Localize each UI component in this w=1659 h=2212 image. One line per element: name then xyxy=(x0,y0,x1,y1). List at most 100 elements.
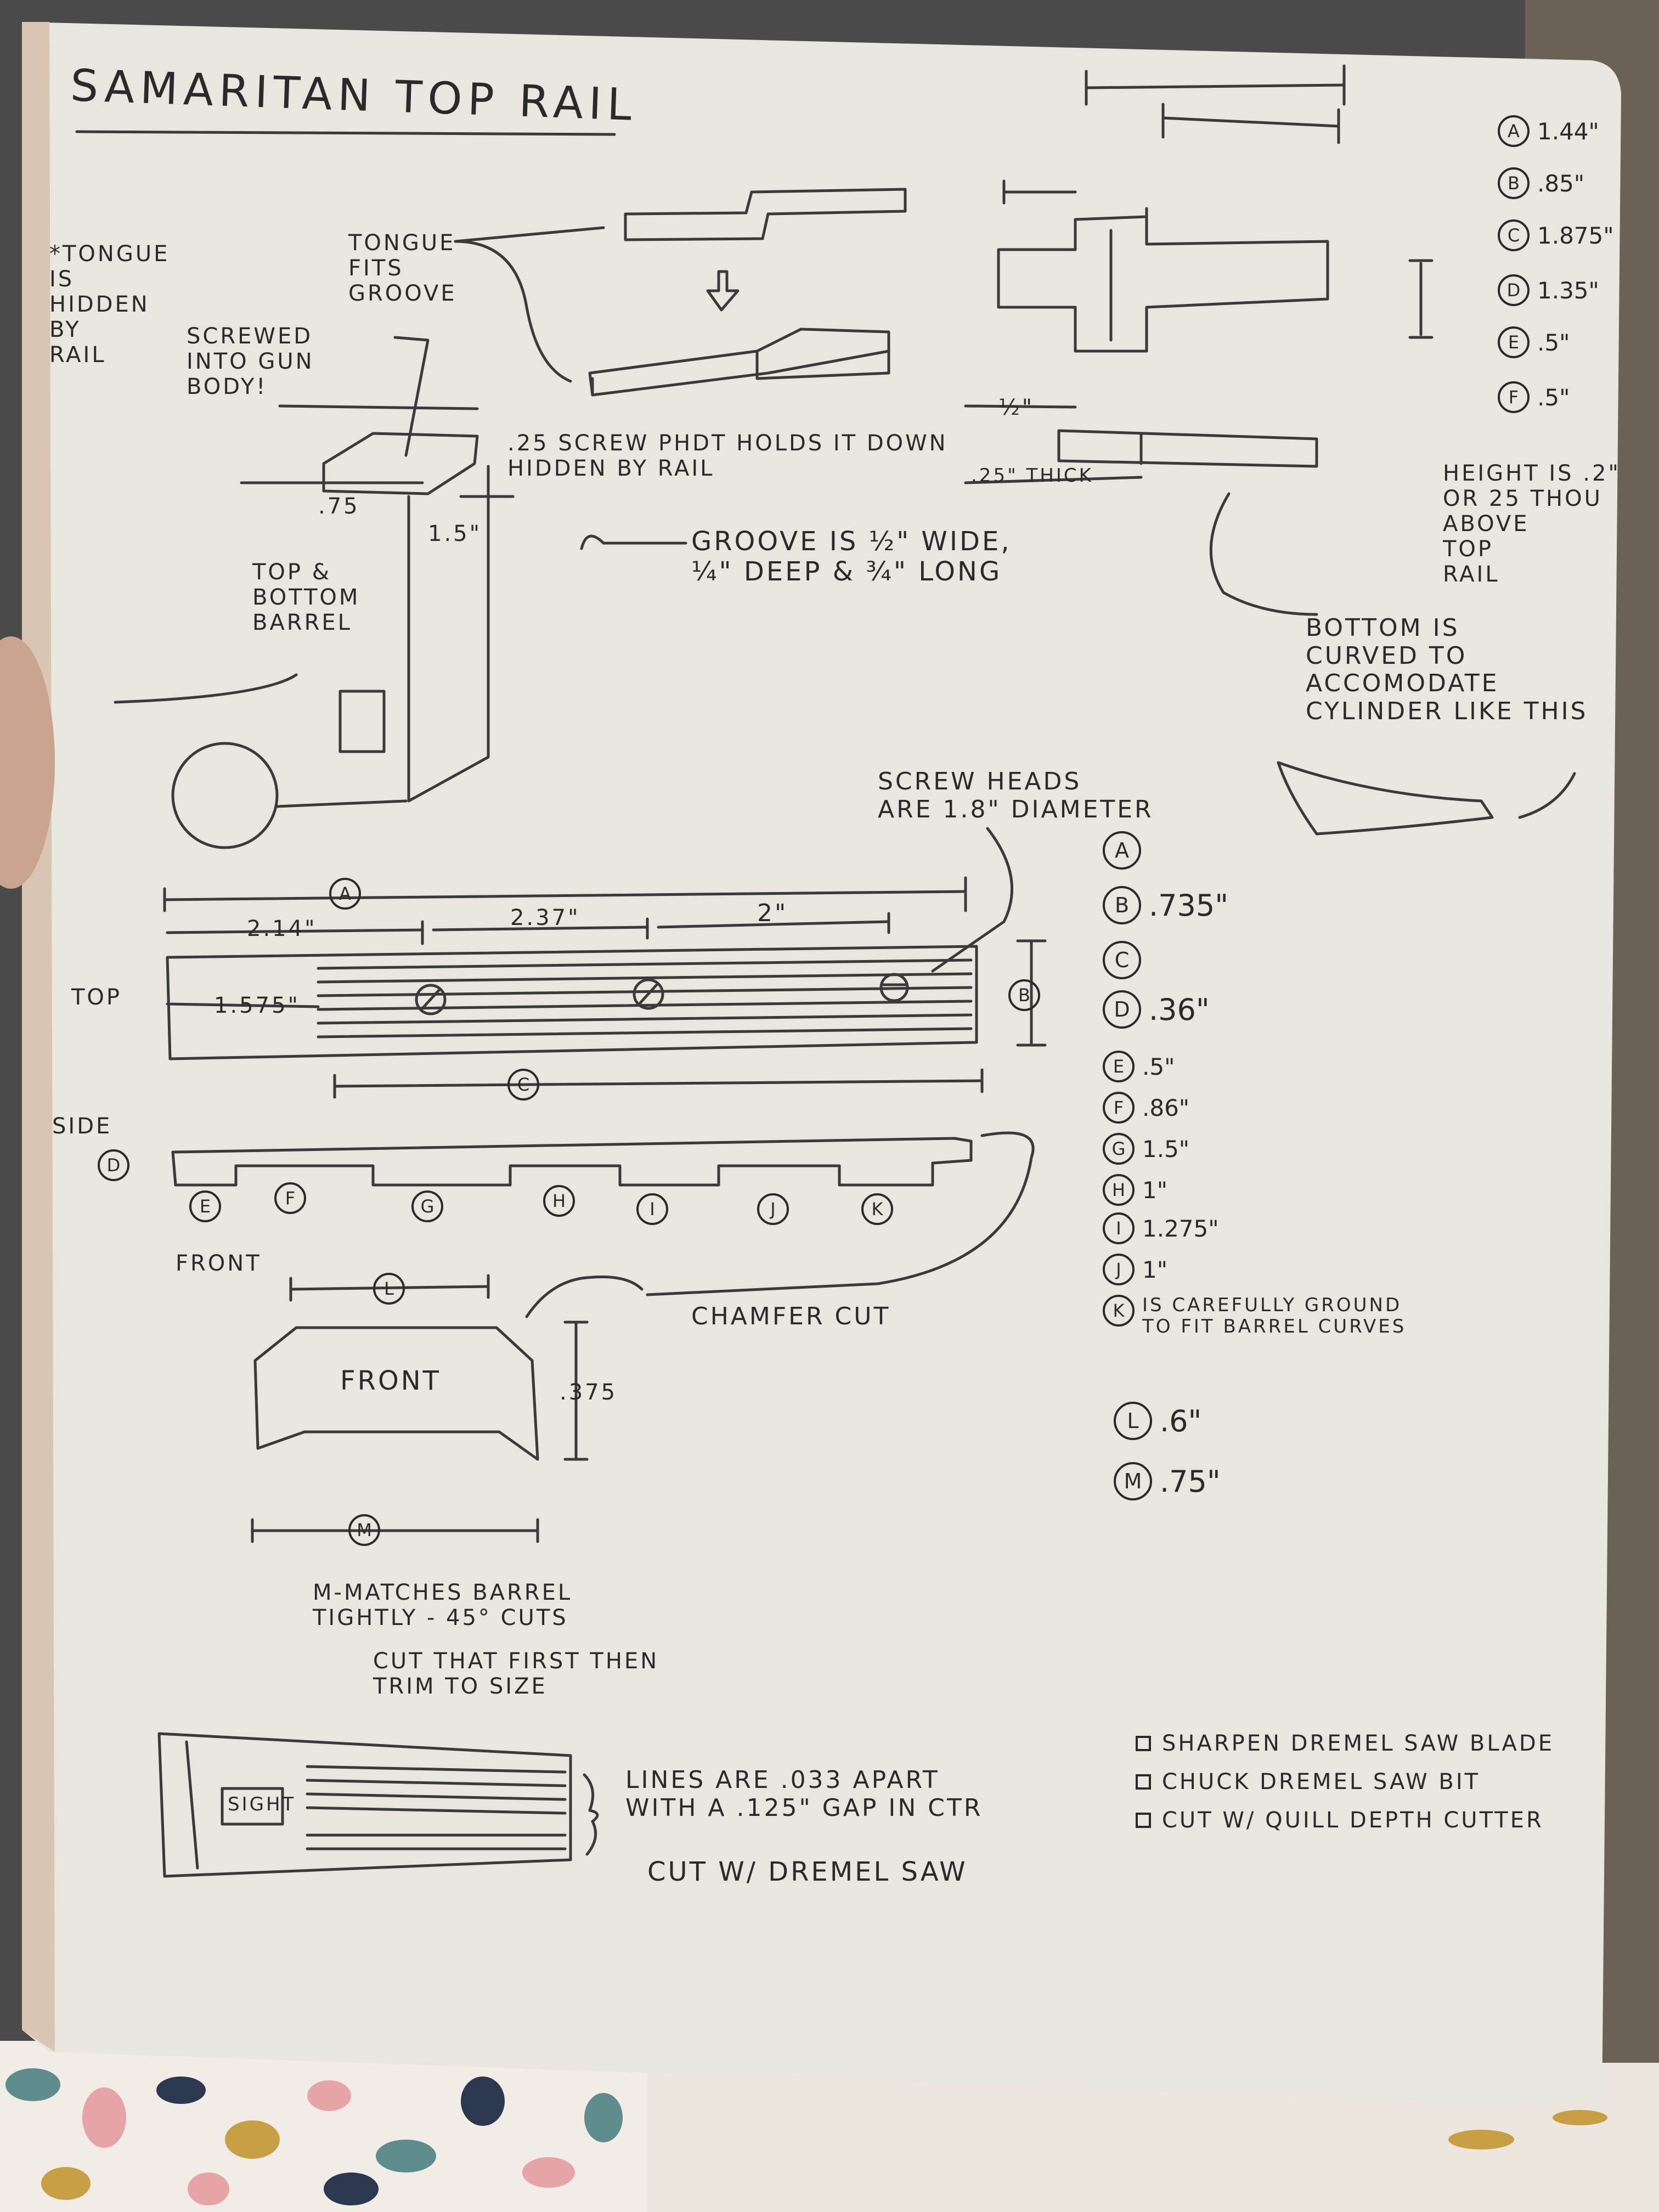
notch-e-circle: E xyxy=(189,1190,221,1222)
legend-value: .75" xyxy=(1160,1464,1221,1499)
dim-c-circle: C xyxy=(507,1069,539,1101)
letter-circle: C xyxy=(1498,219,1530,251)
letter-circle: D xyxy=(1103,990,1141,1029)
main-legend-item: J 1" xyxy=(1103,1254,1167,1285)
main-legend-item: E .5" xyxy=(1103,1051,1175,1082)
notch-k-circle: K xyxy=(861,1193,893,1225)
upper-legend-item: E .5" xyxy=(1498,326,1570,358)
profile-shape xyxy=(997,207,1329,353)
dim-c-line xyxy=(1085,83,1346,89)
dim-075: .75 xyxy=(318,494,360,519)
top-label: TOP xyxy=(71,985,122,1010)
notch-j-circle: J xyxy=(757,1193,789,1225)
legend-value: 1.5" xyxy=(1142,1135,1190,1163)
dim-b-circle: B xyxy=(1008,979,1040,1011)
lower-legend-item: L .6" xyxy=(1114,1402,1201,1440)
lower-legend-item: M .75" xyxy=(1114,1462,1221,1500)
legend-value: 1.275" xyxy=(1142,1215,1219,1242)
upper-legend-item: B .85" xyxy=(1498,167,1584,199)
down-arrow xyxy=(706,270,740,312)
note-groove: GROOVE IS ½" WIDE, ¼" DEEP & ¾" LONG xyxy=(691,526,1012,588)
checklist-text: CHUCK DREMEL SAW BIT xyxy=(1162,1769,1481,1795)
main-legend-item: H 1" xyxy=(1103,1174,1167,1206)
curved-plank xyxy=(1277,761,1494,836)
upper-legend-item: C 1.875" xyxy=(1498,219,1614,251)
tongue-sketch xyxy=(624,188,907,241)
note-m-matches: M-MATCHES BARREL TIGHTLY - 45° CUTS xyxy=(313,1580,573,1630)
chamfer-leader xyxy=(646,1131,1035,1296)
main-legend-item: I 1.275" xyxy=(1103,1212,1219,1244)
letter-circle: B xyxy=(1103,886,1141,924)
screw-head-1 xyxy=(415,984,447,1015)
dim-237: 2.37" xyxy=(510,905,580,930)
upper-legend-item: A 1.44" xyxy=(1498,115,1599,147)
brace xyxy=(583,1773,599,1856)
chamfer-arrow xyxy=(525,1276,644,1318)
letter-circle: B xyxy=(1498,167,1530,199)
notebook-page xyxy=(22,22,1621,2107)
dim-l-circle: L xyxy=(373,1273,405,1305)
thick-bar xyxy=(1057,429,1318,468)
note-top-bottom: TOP & BOTTOM BARREL xyxy=(252,560,360,635)
legend-value: .735" xyxy=(1149,888,1229,923)
main-legend-item: C xyxy=(1103,941,1149,979)
block-top xyxy=(322,432,479,495)
main-legend-item: D .36" xyxy=(1103,990,1210,1029)
dim-half-inch: ½" xyxy=(998,395,1035,420)
note-tongue-hidden: *TONGUE IS HIDDEN BY RAIL xyxy=(49,241,170,368)
main-legend-item: G 1.5" xyxy=(1103,1133,1189,1165)
letter-circle: M xyxy=(1114,1462,1152,1500)
note-bottom-curved: BOTTOM IS CURVED TO ACCOMODATE CYLINDER … xyxy=(1306,614,1588,725)
dim-375: .375 xyxy=(560,1380,618,1405)
letter-circle: A xyxy=(1103,831,1141,870)
note-chamfer: CHAMFER CUT xyxy=(691,1302,891,1330)
main-legend-item: K IS CAREFULLY GROUND TO FIT BARREL CURV… xyxy=(1103,1294,1406,1338)
note-cut-dremel: CUT W/ DREMEL SAW xyxy=(647,1857,968,1887)
checklist-item: SHARPEN DREMEL SAW BLADE xyxy=(1136,1731,1554,1756)
checkbox-icon xyxy=(1136,1736,1151,1751)
legend-value: .6" xyxy=(1160,1403,1202,1438)
checklist-item: CUT W/ QUILL DEPTH CUTTER xyxy=(1136,1808,1544,1833)
checklist-text: CUT W/ QUILL DEPTH CUTTER xyxy=(1162,1808,1544,1833)
screw-heads-arrow xyxy=(931,827,1014,973)
note-cut-first: CUT THAT FIRST THEN TRIM TO SIZE xyxy=(373,1649,659,1699)
dim-a-top xyxy=(163,890,967,901)
barrel-circle xyxy=(171,742,279,849)
upper-legend-item: F .5" xyxy=(1498,381,1570,413)
screw-head-3 xyxy=(879,973,909,1002)
dim-m-circle: M xyxy=(348,1514,380,1546)
checkbox-icon xyxy=(1136,1813,1151,1828)
letter-circle: G xyxy=(1103,1133,1135,1165)
barrel-rect xyxy=(338,690,386,753)
side-view-body xyxy=(171,1137,973,1187)
side-d-circle: D xyxy=(98,1149,129,1181)
note-thick: .25" THICK xyxy=(971,465,1093,487)
dim-a-line xyxy=(1161,116,1340,128)
legend-value: .86" xyxy=(1142,1094,1190,1121)
letter-circle: K xyxy=(1103,1295,1135,1327)
notch-f-circle: F xyxy=(274,1182,306,1214)
legend-value: 1" xyxy=(1142,1256,1168,1283)
letter-circle: E xyxy=(1498,326,1530,358)
note-screw-phd: .25 SCREW PHDT HOLDS IT DOWN HIDDEN BY R… xyxy=(507,431,948,481)
letter-circle: I xyxy=(1103,1212,1135,1244)
sight-box xyxy=(221,1787,284,1826)
letter-circle: H xyxy=(1103,1174,1135,1206)
dim-15: 1.5" xyxy=(428,521,482,546)
front-shape-label: FRONT xyxy=(340,1365,441,1396)
note-height: HEIGHT IS .2" OR 25 THOU ABOVE TOP RAIL xyxy=(1443,461,1621,587)
note-screwed-into: SCREWED INTO GUN BODY! xyxy=(187,324,314,399)
letter-circle: A xyxy=(1498,115,1530,147)
front-label: FRONT xyxy=(176,1251,262,1276)
tongue-fits-arrow xyxy=(454,240,572,383)
front-view-shape xyxy=(253,1326,539,1461)
letter-circle: J xyxy=(1103,1254,1135,1285)
page-stack-edge xyxy=(22,22,55,2052)
groove-arrow xyxy=(580,534,687,550)
upper-legend-item: D 1.35" xyxy=(1498,274,1599,306)
legend-value: .5" xyxy=(1142,1053,1175,1080)
legend-value: .5" xyxy=(1537,383,1570,411)
thumb xyxy=(0,636,55,889)
letter-circle: C xyxy=(1103,941,1141,979)
main-legend-item: A xyxy=(1103,831,1149,870)
